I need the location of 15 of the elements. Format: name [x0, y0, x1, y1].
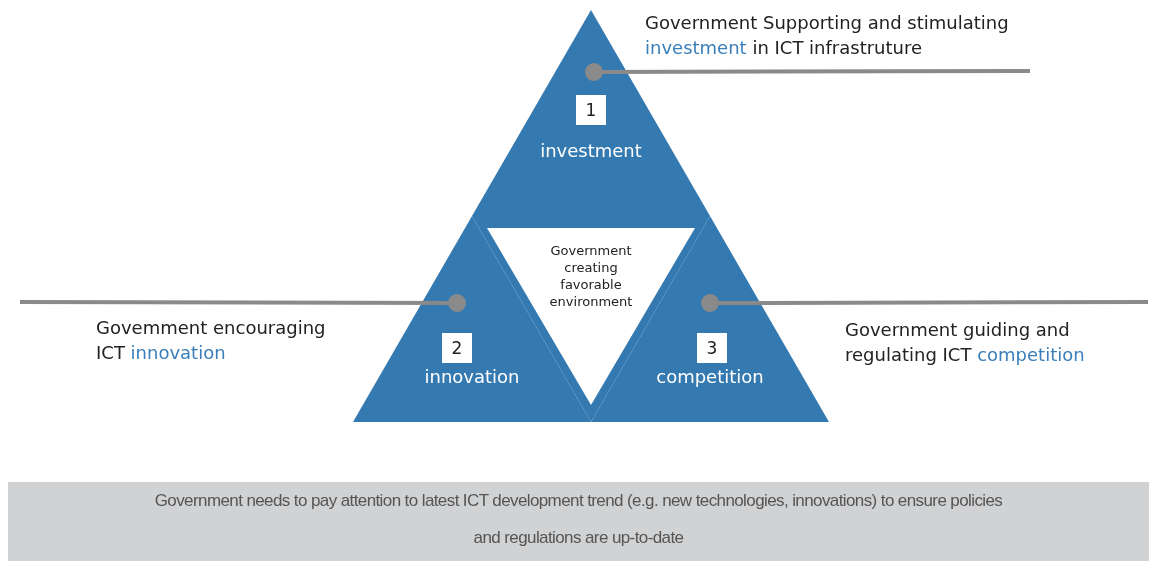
segment-label: investment: [539, 140, 643, 161]
step-number: 2: [442, 333, 472, 363]
leader-line: [20, 294, 466, 312]
segment-label: innovation: [423, 366, 521, 387]
description-text: Government guiding and regulating ICT competition: [845, 318, 1086, 367]
note-band: [8, 482, 1149, 561]
description-text: Government Supporting and stimulating investment in ICT infrastruture: [645, 11, 1010, 60]
description-text: Govemment encouraging ICT innovation: [96, 316, 327, 365]
note-text: Government needs to pay attention to latest ICT development trend (e.g. new technologies, innovations) to ensure policies and regulations are up-to-date: [153, 490, 1004, 549]
segment-label: competition: [655, 366, 765, 387]
leader-line: [701, 294, 1148, 312]
leader-line: [585, 63, 1030, 81]
step-number: 3: [697, 333, 727, 363]
step-number: 1: [576, 95, 606, 125]
center-label: Government creating favorable environment: [548, 242, 634, 310]
